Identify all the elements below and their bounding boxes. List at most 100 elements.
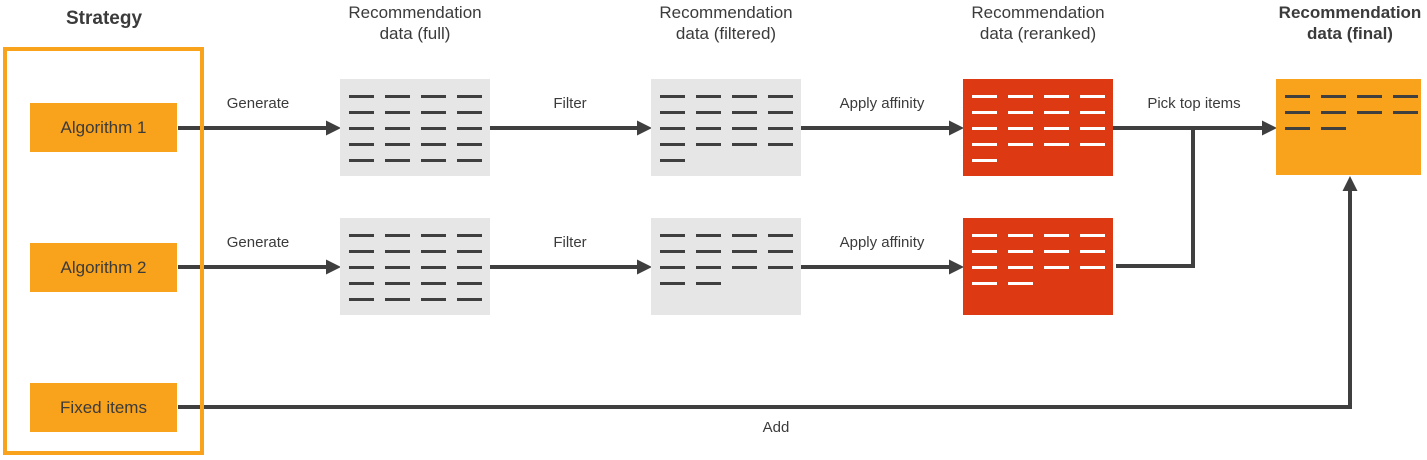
data-dash (1393, 94, 1418, 98)
data-row (972, 136, 1113, 152)
data-dash (349, 94, 374, 98)
reranked-data-node-2 (963, 218, 1113, 315)
edge-label-generate-1: Generate (226, 95, 290, 112)
data-dash (732, 249, 757, 253)
data-dash (1321, 126, 1346, 130)
data-dash (696, 265, 721, 269)
data-dash (1008, 249, 1033, 253)
data-dash (421, 249, 446, 253)
data-dash (1357, 110, 1382, 114)
data-dash (457, 233, 482, 237)
data-row (972, 104, 1113, 120)
data-dash (457, 142, 482, 146)
data-dash (1285, 126, 1310, 130)
data-dash (768, 249, 793, 253)
edge-label-apply-affinity-1: Apply affinity (839, 95, 925, 112)
header-filtered-line2: data (filtered) (675, 24, 777, 43)
data-dash (349, 265, 374, 269)
data-dash (1080, 110, 1105, 114)
edge-label-filter-2: Filter (553, 234, 587, 251)
reranked-data-node-1 (963, 79, 1113, 176)
data-row (660, 120, 801, 136)
edge-label-add: Add (762, 419, 790, 436)
strategy-title: Strategy (65, 8, 143, 29)
data-dash (1080, 265, 1105, 269)
data-dash (972, 281, 997, 285)
data-dash (660, 233, 685, 237)
header-recommendation-data-full: Recommendation data (full) (348, 2, 481, 44)
data-row (660, 152, 801, 168)
data-dash (1080, 142, 1105, 146)
data-dash (385, 249, 410, 253)
data-dash (768, 265, 793, 269)
data-dash (660, 142, 685, 146)
data-row (660, 104, 801, 120)
filtered-data-node-1 (651, 79, 801, 176)
data-dash (385, 281, 410, 285)
data-dash (349, 126, 374, 130)
data-dash (768, 233, 793, 237)
data-dash (457, 249, 482, 253)
data-dash (457, 265, 482, 269)
data-dash (768, 126, 793, 130)
data-dash (385, 297, 410, 301)
data-dash (349, 110, 374, 114)
full-data-node-2 (340, 218, 490, 315)
data-dash (972, 249, 997, 253)
header-full-line2: data (full) (379, 24, 451, 43)
data-row (349, 259, 490, 275)
data-dash (421, 142, 446, 146)
header-recommendation-data-filtered: Recommendation data (filtered) (659, 2, 792, 44)
data-dash (457, 158, 482, 162)
data-dash (1044, 110, 1069, 114)
data-row (349, 104, 490, 120)
data-dash (696, 233, 721, 237)
full-data-node-1 (340, 79, 490, 176)
data-dash (660, 265, 685, 269)
data-row (660, 136, 801, 152)
data-row (972, 259, 1113, 275)
data-dash (1008, 233, 1033, 237)
header-full-line1: Recommendation (348, 3, 482, 22)
data-dash (385, 142, 410, 146)
data-dash (421, 265, 446, 269)
data-dash (1080, 249, 1105, 253)
data-dash (1321, 110, 1346, 114)
header-recommendation-data-final: Recommendation data (final) (1279, 2, 1422, 44)
data-dash (421, 126, 446, 130)
data-dash (696, 110, 721, 114)
data-dash (1008, 142, 1033, 146)
data-row (349, 227, 490, 243)
data-row (660, 88, 801, 104)
data-dash (1080, 126, 1105, 130)
data-row (349, 120, 490, 136)
header-reranked-line2: data (reranked) (979, 24, 1097, 43)
data-row (972, 88, 1113, 104)
data-dash (768, 142, 793, 146)
final-data-node (1276, 79, 1421, 175)
data-dash (660, 126, 685, 130)
data-dash (1044, 233, 1069, 237)
data-dash (1080, 233, 1105, 237)
data-dash (1393, 110, 1418, 114)
strategy-group-outline (3, 47, 204, 455)
data-dash (1008, 265, 1033, 269)
data-dash (385, 94, 410, 98)
edge-label-pick-top-items: Pick top items (1147, 95, 1241, 112)
data-row (660, 275, 801, 291)
data-dash (660, 249, 685, 253)
data-dash (457, 126, 482, 130)
data-dash (972, 142, 997, 146)
data-dash (660, 158, 685, 162)
data-dash (421, 110, 446, 114)
filtered-data-node-2 (651, 218, 801, 315)
arrowhead-filter-2 (637, 259, 652, 275)
arrowhead-pick-top-items (1262, 120, 1277, 136)
data-dash (385, 233, 410, 237)
data-dash (768, 110, 793, 114)
algorithm-2-node: Algorithm 2 (30, 243, 177, 292)
data-dash (385, 265, 410, 269)
data-dash (972, 158, 997, 162)
data-dash (1285, 94, 1310, 98)
fixed-items-node: Fixed items (30, 383, 177, 432)
